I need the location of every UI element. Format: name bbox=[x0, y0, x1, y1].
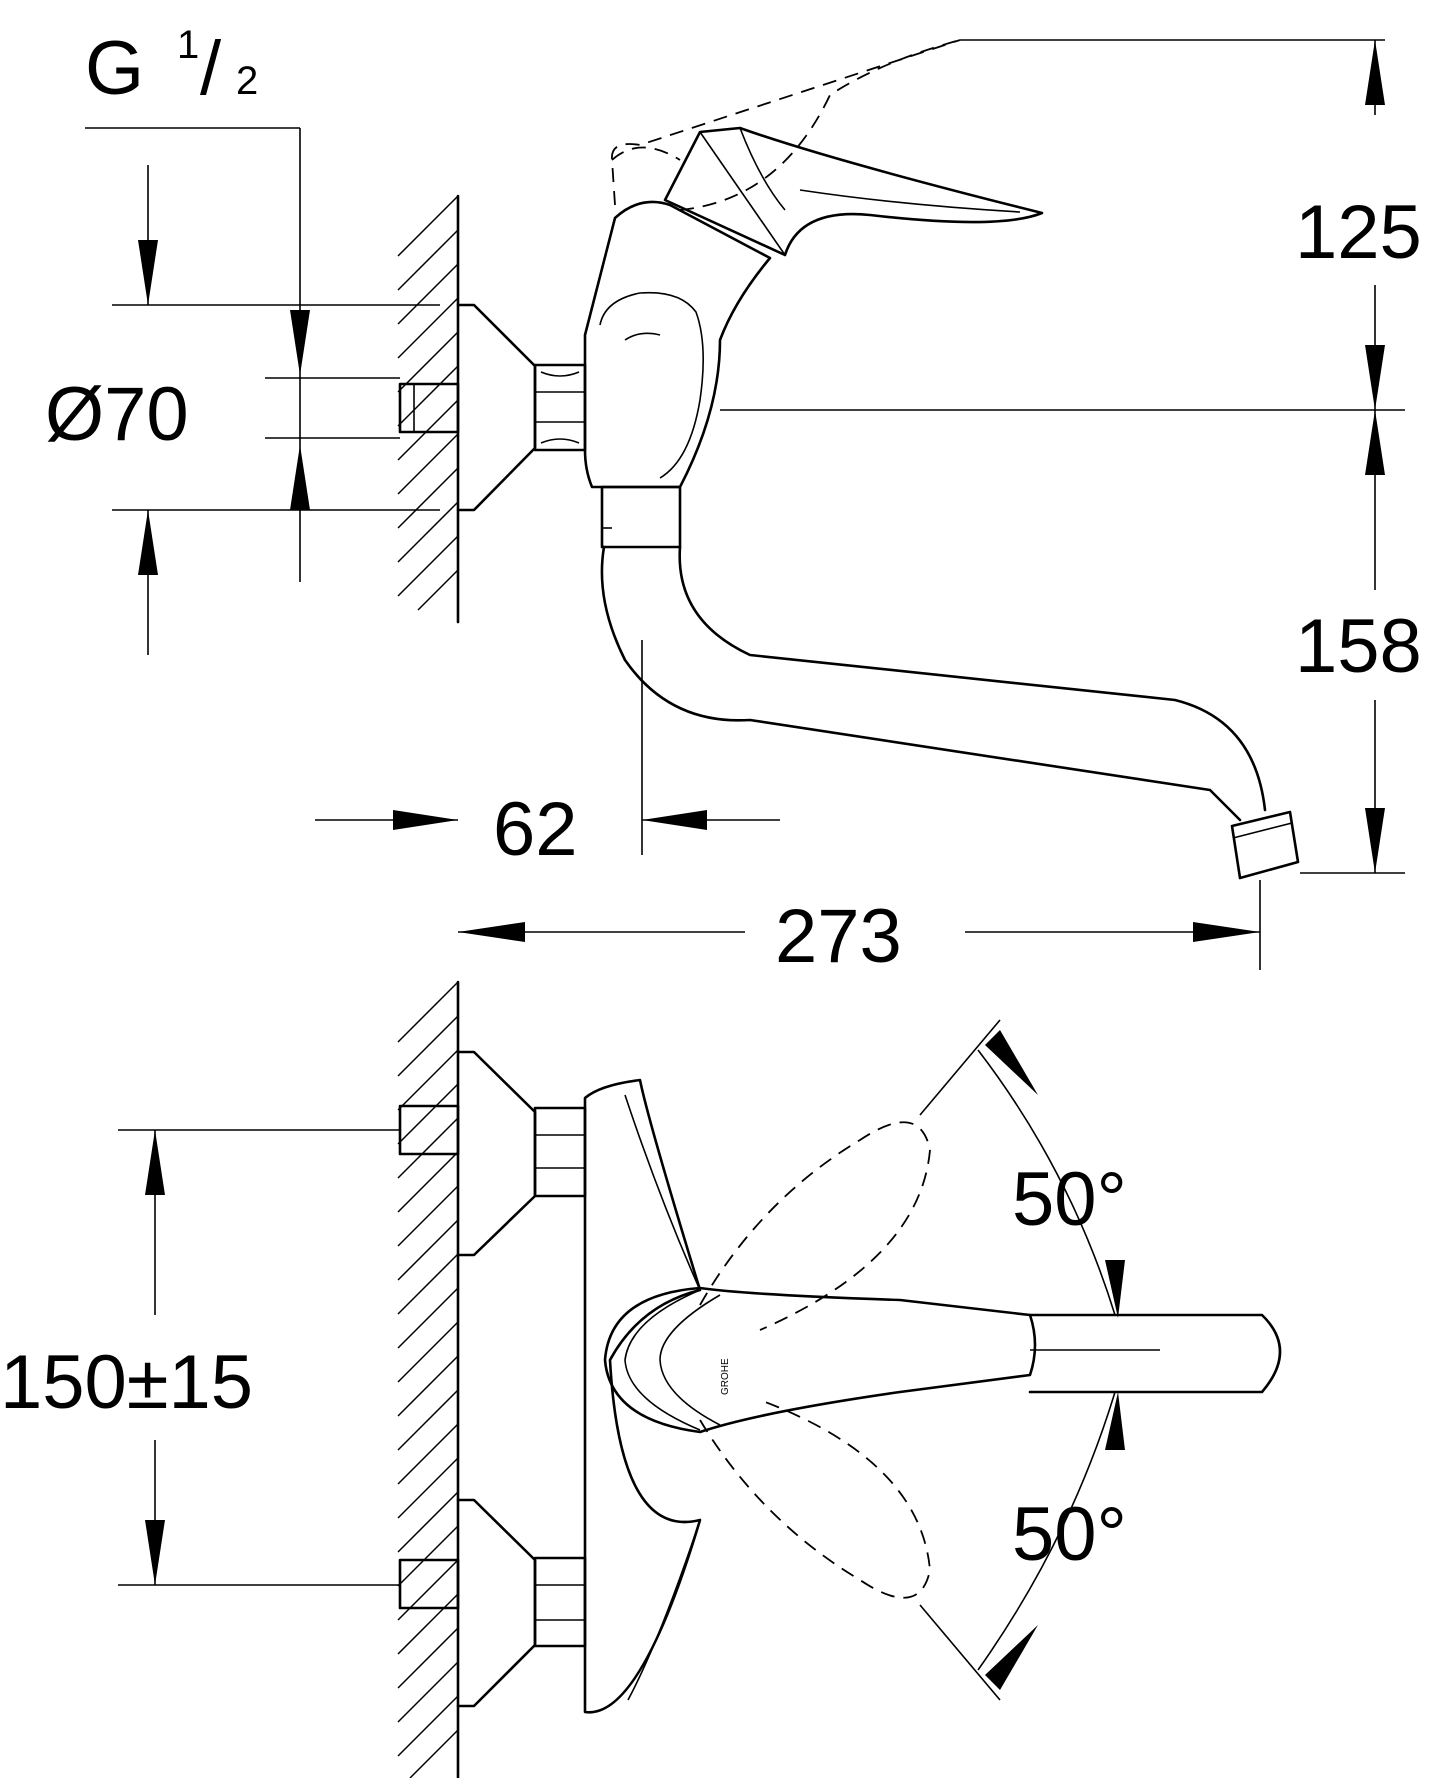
grohe-logo: GROHE bbox=[720, 1358, 731, 1395]
dimension-projection: 62 bbox=[493, 787, 578, 872]
dimension-lines-side: G 1 / 2 Ø70 125 158 bbox=[45, 23, 1422, 979]
dimension-lever-height: 125 bbox=[1295, 190, 1422, 275]
dimension-angle-lower: 50° bbox=[1012, 1492, 1127, 1577]
dimension-angle-upper: 50° bbox=[1012, 1157, 1127, 1242]
dimension-spout-drop: 158 bbox=[1295, 604, 1422, 689]
dimension-lines-top: 150±15 50° 50° bbox=[0, 1030, 1127, 1690]
thread-prefix: G bbox=[85, 26, 144, 111]
dimension-center-distance: 150±15 bbox=[0, 1340, 253, 1425]
faucet-side-view bbox=[398, 39, 1300, 880]
wall-side-view bbox=[397, 194, 460, 624]
faucet-top-view: GROHE bbox=[398, 1019, 1282, 1714]
wall-top-view bbox=[397, 980, 460, 1778]
dimension-spout-reach: 273 bbox=[775, 894, 902, 979]
thread-slash: / bbox=[200, 26, 222, 111]
thread-denominator: 2 bbox=[236, 59, 258, 103]
dimension-diameter: Ø70 bbox=[45, 372, 189, 457]
thread-numerator: 1 bbox=[177, 23, 199, 67]
